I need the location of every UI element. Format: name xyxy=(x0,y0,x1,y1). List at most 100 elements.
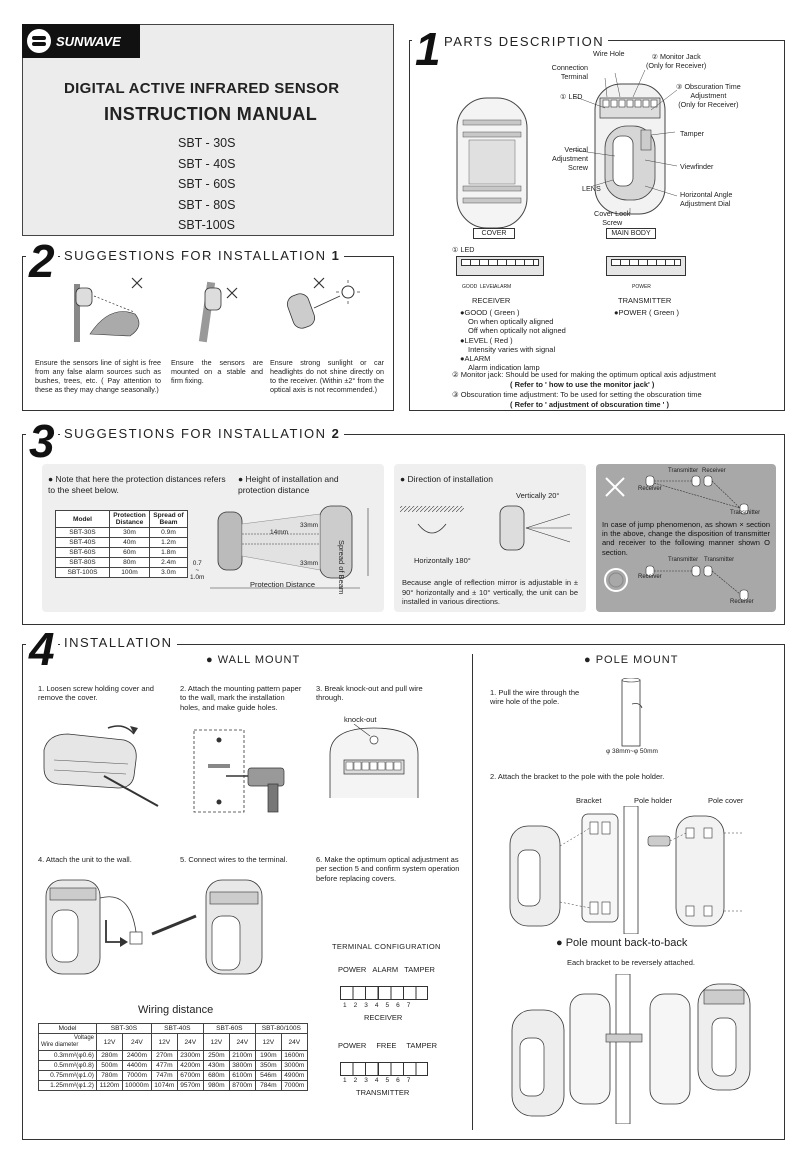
section-3-number: 3 xyxy=(26,418,58,464)
section-4-heading: INSTALLATION xyxy=(60,635,177,650)
section-3-heading: SUGGESTIONS FOR INSTALLATION 2 xyxy=(60,426,345,441)
protection-note: ● Note that here the protection distance… xyxy=(48,474,226,495)
jump-label-transmitter-4: Transmitter xyxy=(704,557,735,563)
pole-diameter: φ 38mm~φ 50mm xyxy=(606,748,658,755)
jump-diagram-bottom xyxy=(604,565,749,601)
label-vertical-screw: Vertical Adjustment Screw xyxy=(552,145,588,172)
back-to-back-text: Each bracket to be reversely attached. xyxy=(567,958,695,967)
model-item: SBT - 40S xyxy=(178,156,236,171)
led-descriptions: ●GOOD ( Green ) On when optically aligne… xyxy=(460,308,566,373)
dim-33mm-bottom: 33mm xyxy=(300,560,319,567)
obscuration-ref: ( Refer to ' adjustment of obscuration t… xyxy=(510,400,669,409)
label-tamper: Tamper xyxy=(680,129,704,138)
header-panel xyxy=(22,24,394,236)
spread-of-beam-label: Spread of Beam xyxy=(337,540,346,595)
label-connection-terminal: Connection Terminal xyxy=(551,63,588,81)
label-wire-hole: Wire Hole xyxy=(593,49,625,58)
bracket-label: Bracket xyxy=(576,796,602,805)
height-range: 0.7~1.0m xyxy=(190,560,205,581)
suggestion-text-3: Ensure strong sunlight or car headlights… xyxy=(270,358,384,394)
protection-distance-label: Protection Distance xyxy=(250,580,316,589)
jump-label-receiver-2: Receiver xyxy=(638,486,662,492)
height-heading: ● Height of installation and protection … xyxy=(238,474,339,495)
back-to-back-heading: ● Pole mount back-to-back xyxy=(556,937,688,949)
label-obscuration: ③ Obscuration Time Adjustment (Only for … xyxy=(676,82,741,109)
rx-terminal-caption: RECEIVER xyxy=(364,1013,403,1022)
sunlight-illustration xyxy=(286,277,360,329)
brand-name: SUNWAVE xyxy=(56,34,121,49)
transmitter-caption: TRANSMITTER xyxy=(618,296,672,305)
suggestion-text-1: Ensure the sensors line of sight is free… xyxy=(35,358,161,394)
jump-label-transmitter-2: Transmitter xyxy=(730,510,761,516)
wall-mount-heading: ● WALL MOUNT xyxy=(206,654,301,666)
section-4-number: 4 xyxy=(26,626,58,672)
beam-spread-diagram xyxy=(210,505,369,589)
step-4: 4. Attach the unit to the wall. xyxy=(38,855,132,864)
monitor-jack-text: ② Monitor jack: Should be used for makin… xyxy=(452,370,716,379)
jump-diagram-top xyxy=(605,475,749,515)
model-item: SBT - 60S xyxy=(178,177,236,191)
label-viewfinder: Viewfinder xyxy=(680,162,714,171)
tx-terminal-caption: TRANSMITTER xyxy=(356,1088,410,1097)
knockout-label: knock-out xyxy=(344,715,377,724)
unstable-mount-illustration xyxy=(198,281,238,343)
jump-panel xyxy=(596,464,776,612)
pole-wire-illustration xyxy=(621,678,643,747)
section-2-number: 2 xyxy=(26,238,58,284)
vertical-angle: Vertically 20° xyxy=(516,491,560,500)
receiver-caption: RECEIVER xyxy=(472,296,511,305)
direction-panel xyxy=(394,464,586,612)
pole-step-1: 1. Pull the wire through the wire hole o… xyxy=(490,688,580,707)
label-lens: LENS xyxy=(582,184,601,193)
model-item: SBT - 80S xyxy=(178,197,236,212)
obscuration-text: ③ Obscuration time adjustment: To be use… xyxy=(452,390,702,399)
wiring-title: Wiring distance xyxy=(138,1004,214,1016)
power-description: ●POWER ( Green ) xyxy=(614,308,679,317)
dim-33mm-top: 33mm xyxy=(300,522,319,529)
parts-diagram xyxy=(456,69,678,229)
label-led: ① LED xyxy=(560,92,583,101)
model-item: SBT-100S xyxy=(178,218,235,232)
jump-label-receiver-3: Receiver xyxy=(638,574,662,580)
led-power-label: POWER xyxy=(632,284,651,290)
back-to-back-illustration xyxy=(511,974,751,1124)
suggestion-text-2: Ensure the sensors are mounted on a stab… xyxy=(171,358,263,385)
horizontal-angle: Horizontally 180° xyxy=(414,556,471,565)
pole-bracket-illustration xyxy=(509,806,744,934)
terminal-config-title: TERMINAL CONFIGURATION xyxy=(332,942,441,951)
label-cover-lock: Cover Lock Screw xyxy=(594,209,631,227)
model-item: SBT - 30S xyxy=(178,136,236,150)
step-1: 1. Loosen screw holding cover and remove… xyxy=(38,684,154,703)
model-list: SBT - 30S SBT - 40S SBT - 60S SBT - 80S … xyxy=(178,133,235,236)
doc-title-2: INSTRUCTION MANUAL xyxy=(104,104,318,124)
jump-text: In case of jump phenomenon, as shown × s… xyxy=(602,520,770,557)
section-2-heading: SUGGESTIONS FOR INSTALLATION 1 xyxy=(60,248,345,263)
rx-terminal-block xyxy=(340,986,428,1000)
section-4-divider xyxy=(472,654,473,1130)
led-good-label: GOOD xyxy=(462,284,478,290)
bushes-illustration xyxy=(74,277,143,342)
label-led-2: ① LED xyxy=(452,245,475,254)
attach-unit-illustration xyxy=(45,879,143,975)
direction-heading: ● Direction of installation xyxy=(400,474,494,484)
led-alarm-label: ALARM xyxy=(494,284,512,290)
step-3: 3. Break knock-out and pull wire through… xyxy=(316,684,423,703)
tx-terminal-block xyxy=(340,1062,428,1076)
monitor-jack-ref: ( Refer to ' how to use the monitor jack… xyxy=(510,380,655,389)
direction-diagram xyxy=(400,505,572,551)
step-2: 2. Attach the mounting pattern paper to … xyxy=(180,684,302,712)
direction-text: Because angle of reflection mirror is ad… xyxy=(402,578,578,606)
cover-tag: COVER xyxy=(473,228,515,239)
pole-mount-heading: ● POLE MOUNT xyxy=(584,654,679,666)
remove-cover-illustration xyxy=(43,725,159,807)
